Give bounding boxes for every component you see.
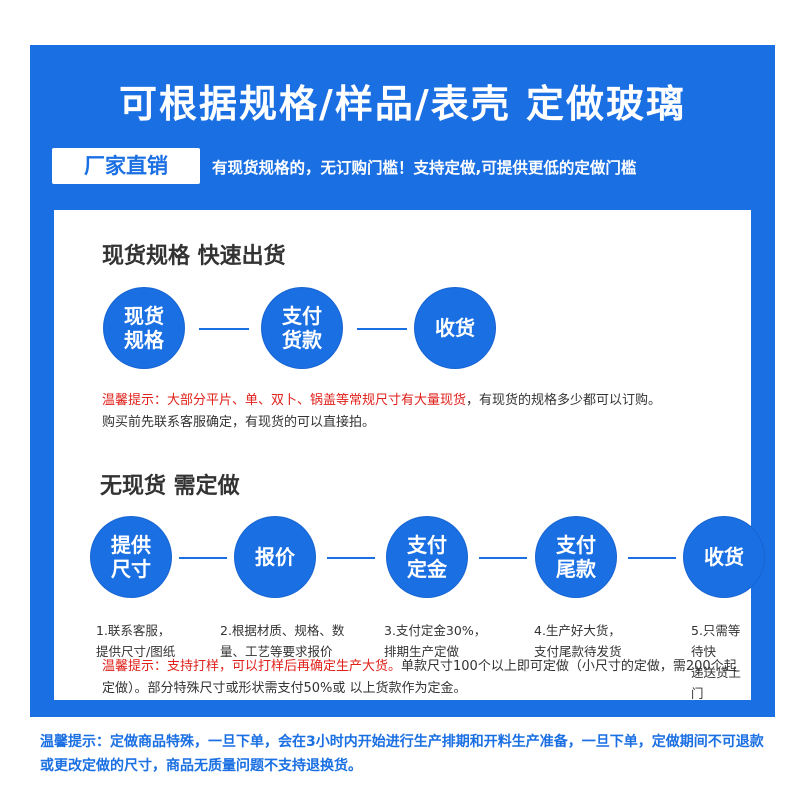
step-pay: 支付 货款 xyxy=(262,288,342,368)
factory-direct-badge: 厂家直销 xyxy=(52,148,200,184)
custom-note-red: 温馨提示：支持打样，可以打样后再确定生产大货。 xyxy=(102,659,402,674)
tagline: 有现货规格的，无订购门槛！支持定做,可提供更低的定做门槛 xyxy=(212,159,637,177)
step-in-stock-spec: 现货 规格 xyxy=(104,288,184,368)
caption-step-2: 2.根据材质、规格、数 量、工艺等要求报价 xyxy=(220,623,345,659)
banner-frame: 可根据规格/样品/表壳 定做玻璃 厂家直销 有现货规格的，无订购门槛！支持定做,… xyxy=(30,45,775,717)
caption-step-4: 4.生产好大货， 支付尾款待发货 xyxy=(534,623,622,659)
in-stock-note-rest: ，有现货的规格多少都可以订购。 xyxy=(466,393,662,408)
in-stock-note-line2: 购买前先联系客服确定，有现货的可以直接拍。 xyxy=(102,415,376,430)
custom-title: 无现货 需定做 xyxy=(100,474,240,499)
connector xyxy=(327,557,375,559)
custom-note: 温馨提示：支持打样，可以打样后再确定生产大货。单款尺寸100个以上即可定做（小尺… xyxy=(102,656,742,700)
connector xyxy=(479,557,527,559)
step-pay-deposit: 支付 定金 xyxy=(387,517,467,597)
page-title: 可根据规格/样品/表壳 定做玻璃 xyxy=(119,82,686,126)
step-receive: 收货 xyxy=(415,288,495,368)
caption-step-5: 5.只需等待快 递送货上门 xyxy=(691,623,742,701)
in-stock-title: 现货规格 快速出货 xyxy=(102,244,286,269)
in-stock-note: 温馨提示：大部分平片、单、双卜、锅盖等常规尺寸有大量现货，有现货的规格多少都可以… xyxy=(102,390,742,434)
step-receive-goods: 收货 xyxy=(684,517,764,597)
connector xyxy=(357,328,407,330)
step-provide-size: 提供 尺寸 xyxy=(91,517,171,597)
connector xyxy=(179,557,227,559)
custom-note-rest: 单款尺寸100个以上即可定做（小尺寸的定做，需200个起定做）。部分特殊尺寸或形… xyxy=(102,659,737,696)
connector xyxy=(628,557,676,559)
footer-notice: 温馨提示：定做商品特殊，一旦下单，会在3小时内开始进行生产排期和开料生产准备，一… xyxy=(40,734,764,774)
step-pay-balance: 支付 尾款 xyxy=(536,517,616,597)
caption-step-3: 3.支付定金30%， 排期生产定做 xyxy=(384,623,487,659)
process-card: 现货规格 快速出货 现货 规格 支付 货款 收货 温馨提示：大部分平片、单、双卜… xyxy=(54,210,764,701)
connector xyxy=(199,328,249,330)
in-stock-note-red: 温馨提示：大部分平片、单、双卜、锅盖等常规尺寸有大量现货 xyxy=(102,393,467,408)
step-quote: 报价 xyxy=(235,517,315,597)
caption-step-1: 1.联系客服， 提供尺寸/图纸 xyxy=(96,623,176,659)
